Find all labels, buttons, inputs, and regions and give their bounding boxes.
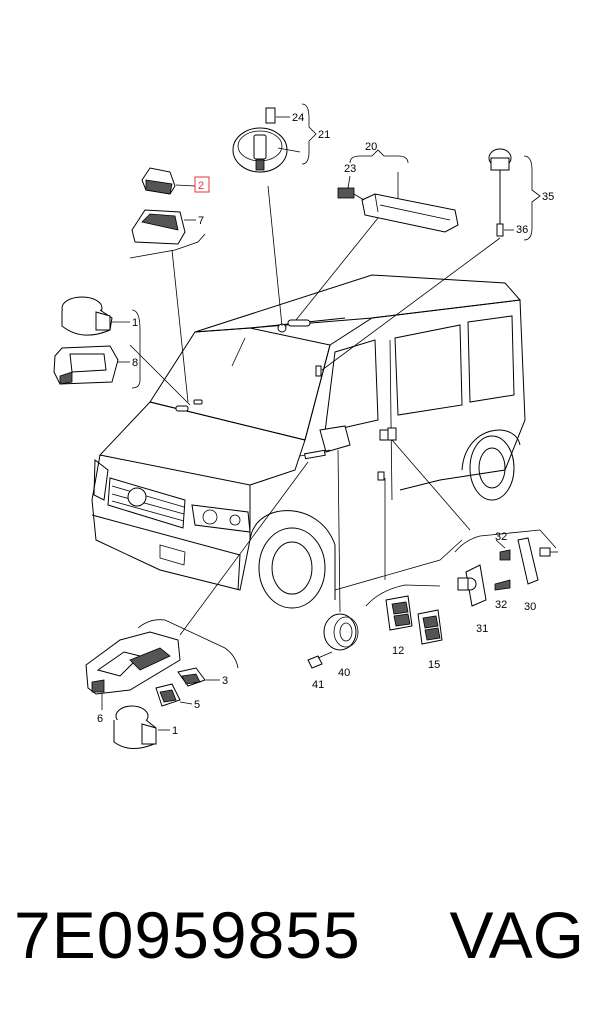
label-5: 5 [194, 699, 200, 711]
parts-diagram: 24 21 20 23 36 35 2 7 [53, 103, 558, 749]
label-40: 40 [338, 667, 350, 679]
part-number: 7E0959855 [14, 898, 361, 972]
label-7: 7 [198, 215, 204, 227]
label-31: 31 [476, 623, 488, 635]
label-32-bottom: 32 [495, 599, 507, 611]
label-2-highlighted[interactable]: 2 [198, 180, 204, 192]
parts-30-31-32-door-contact: 32 32 30 31 [454, 529, 558, 635]
footer: 7E0959855 VAG [0, 880, 600, 990]
label-6: 6 [97, 713, 103, 725]
label-23: 23 [344, 163, 356, 175]
label-1-bottom: 1 [172, 725, 178, 737]
label-36: 36 [516, 224, 528, 236]
brand-name: VAG [449, 898, 584, 972]
part-1-mirror-switch-top: 1 [61, 296, 138, 336]
label-12: 12 [392, 645, 404, 657]
label-15: 15 [428, 659, 440, 671]
parts-40-41-knob-screw: 40 41 [307, 613, 359, 691]
part-21-headlight-switch: 24 21 [232, 103, 330, 173]
part-20-control-unit: 20 23 [337, 141, 459, 233]
lower-left-switch-group: 6 3 5 1 [85, 619, 239, 749]
part-7-switch-bezel: 7 [129, 209, 206, 259]
label-32-top: 32 [495, 531, 507, 543]
label-30: 30 [524, 601, 536, 613]
part-35-sensor: 36 35 [488, 148, 554, 241]
label-1-top: 1 [132, 317, 138, 329]
label-41: 41 [312, 679, 324, 691]
van-illustration [91, 274, 526, 609]
parts-12-15-window-switches: 12 15 [365, 584, 443, 671]
leader-lines [129, 185, 501, 636]
label-35: 35 [542, 191, 554, 203]
highlight-box [194, 176, 210, 193]
label-20: 20 [365, 141, 377, 153]
label-8: 8 [132, 357, 138, 369]
label-24: 24 [292, 112, 304, 124]
label-3: 3 [222, 675, 228, 687]
part-2-switch: 2 [141, 167, 210, 195]
label-21: 21 [318, 129, 330, 141]
part-8-trim-bezel: 8 [53, 309, 141, 389]
